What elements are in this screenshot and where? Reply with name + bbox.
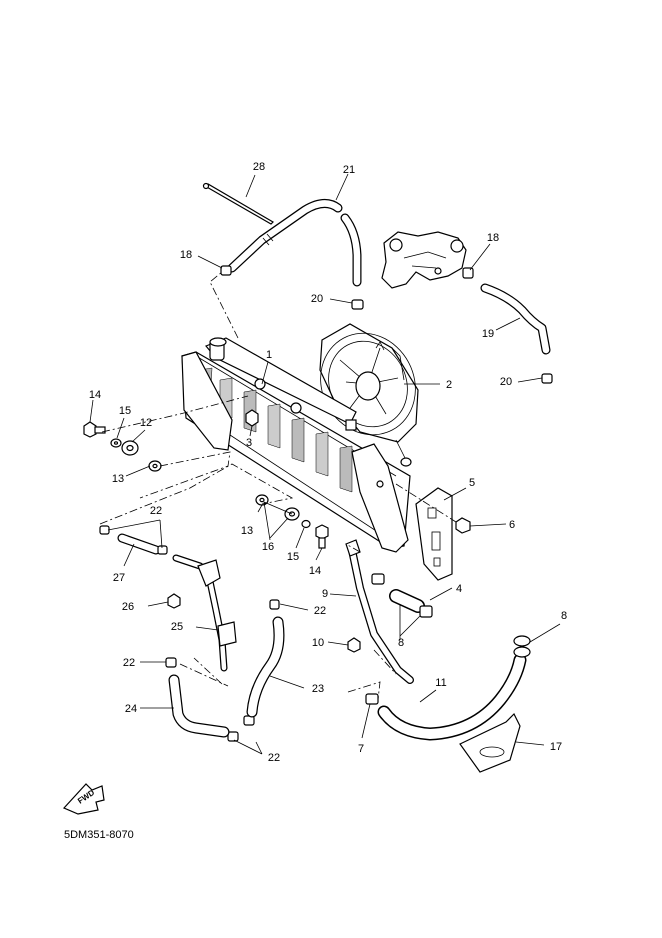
callout-20-upper: 20: [311, 293, 323, 305]
callout-25: 25: [171, 621, 183, 633]
callout-17: 17: [550, 741, 562, 753]
callout-9: 9: [322, 588, 328, 600]
callout-14-center: 14: [309, 565, 321, 577]
part-14-bolt-center: [315, 524, 329, 549]
callout-15-center: 15: [287, 551, 299, 563]
part-23-hose: [246, 616, 285, 718]
callout-6: 6: [509, 519, 515, 531]
callout-2: 2: [446, 379, 452, 391]
part-28-cable-tie: [202, 182, 274, 225]
callout-11: 11: [435, 677, 446, 689]
part-18-clamp-right: [462, 267, 474, 279]
callout-7: 7: [358, 743, 364, 755]
part-15-washer-left: [110, 438, 122, 448]
callout-23: 23: [312, 683, 324, 695]
part-5-cover-plate: [415, 487, 453, 581]
callout-8-center: 8: [398, 637, 404, 649]
callout-13-center: 13: [241, 525, 253, 537]
part-8-clamp-right: [513, 635, 531, 647]
callout-12: 12: [140, 417, 152, 429]
leader-lines: [89, 173, 561, 755]
fwd-arrow-icon: FWD: [62, 783, 105, 815]
callout-28: 28: [253, 161, 265, 173]
callout-5: 5: [469, 477, 475, 489]
part-26-bolt: [167, 593, 181, 609]
callout-8-right: 8: [561, 610, 567, 622]
part-9-pipe: [345, 539, 414, 684]
callout-18-right: 18: [487, 232, 499, 244]
part-24-hose: [168, 674, 230, 738]
callout-16: 16: [262, 541, 274, 553]
part-8-clamp-upper: [371, 573, 385, 585]
part-22-clamp-d: [227, 731, 239, 742]
part-22-clamp-a: [269, 599, 280, 610]
callout-26: 26: [122, 601, 134, 613]
part-22-clamp-b: [165, 657, 177, 668]
part-13-collar-left: [148, 460, 162, 472]
part-6-bolt: [455, 517, 471, 534]
part-14-bolt-left: [83, 421, 106, 438]
part-17-bracket: [459, 712, 521, 773]
part-3-nut: [245, 409, 259, 427]
callout-24: 24: [125, 703, 137, 715]
part-25-pipe: [172, 554, 237, 672]
callout-1: 1: [266, 349, 272, 361]
callout-14-left: 14: [89, 389, 101, 401]
assembly-lines: [99, 271, 457, 701]
part-10-bolt: [347, 637, 361, 653]
callout-22-mid: 22: [314, 605, 326, 617]
part-11-pipe: [377, 646, 531, 741]
part-4-hose: [389, 589, 433, 618]
part-1-radiator: [181, 337, 411, 553]
part-15-washer-center: [301, 519, 311, 529]
callout-19: 19: [482, 328, 494, 340]
part-20-clamp-upper: [351, 299, 364, 310]
part-18-clamp-left: [220, 265, 232, 276]
callout-10: 10: [312, 637, 324, 649]
callout-3: 3: [246, 437, 252, 449]
callout-27: 27: [113, 572, 125, 584]
callout-18-left: 18: [180, 249, 192, 261]
callout-4: 4: [456, 583, 462, 595]
part-27-hose: [99, 525, 168, 555]
part-7-clamp: [365, 693, 379, 705]
thermostat-housing: [381, 231, 467, 289]
part-20-clamp-right: [541, 373, 553, 384]
diagram-code: 5DM351-8070: [64, 829, 134, 841]
part-19-hose: [480, 283, 551, 355]
callout-15-left: 15: [119, 405, 131, 417]
callout-22-left: 22: [123, 657, 135, 669]
callout-22-lower: 22: [268, 752, 280, 764]
callout-13-left: 13: [112, 473, 124, 485]
part-21-hose: [227, 199, 362, 287]
callout-labels: 28 21 18 18 20 19 20 1 2 14 15 12 3 13 5…: [89, 161, 567, 764]
part-12-grommet: [121, 440, 139, 456]
callout-20-right: 20: [500, 376, 512, 388]
callout-22-upper: 22: [150, 505, 162, 517]
callout-21: 21: [343, 164, 355, 176]
